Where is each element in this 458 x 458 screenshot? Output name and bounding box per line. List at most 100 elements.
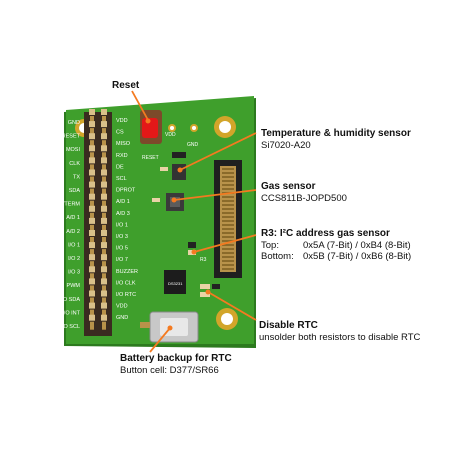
callout-gas: Gas sensor CCS811B-JOPD500 [261,181,347,204]
fpc-tooth [222,252,234,254]
callout-reset: Reset [112,80,139,92]
inner-pin-label: I/O CLK [116,280,136,286]
inner-pin-label: DPROT [116,188,136,194]
header-pin [102,188,106,197]
inner-pin-label: I/O 7 [116,257,128,263]
header-pin-top [101,266,107,273]
header-pin [90,237,94,245]
leader-temperature [179,132,257,171]
fpc-tooth [222,216,234,218]
fpc-tooth [222,180,234,182]
header-pin-top [89,254,95,261]
header-pin-top [101,302,107,309]
reset-pad-label: RESET [142,155,159,161]
header-pin [102,212,106,221]
inner-pin-label: I/O 1 [116,222,128,228]
inner-pin-label: I/O 3 [116,234,128,240]
header-pin [102,249,106,258]
callout-gas-part: CCS811B-JOPD500 [261,193,347,204]
inner-pin-label: VDD [116,304,128,310]
fpc-tooth [222,260,234,262]
header-pin [102,297,106,306]
header-pin-top [101,133,107,140]
inner-pin-label: BUZZER [116,269,138,275]
address-bottom-label: Bottom: [261,251,294,262]
header-pin-top [89,109,95,115]
header-pin [102,164,106,173]
fpc-tooth [222,168,234,170]
header-pin [90,297,94,306]
outer-pin-label: I/O 3 [68,270,80,276]
rtc-disable-resistors [200,284,220,297]
header-pins [89,109,107,330]
outer-pin-label: I/O SDA [60,297,81,303]
fpc-tooth [222,224,234,226]
header-pin [90,273,94,282]
header-pin-top [89,145,95,152]
fpc-tooth [222,208,234,210]
r3-label: R3 [200,257,207,263]
fpc-tooth [222,264,234,266]
inner-pin-label: RXD [116,153,128,159]
leader-address [193,234,257,253]
header-pin-top [89,205,95,212]
gnd-pad-label: GND [187,142,199,148]
header-pin [102,224,106,233]
header-pin-top [101,109,107,115]
header-pin [102,237,106,245]
fpc-tooth [222,256,234,258]
header-pin-top [89,314,95,321]
callout-temperature-part: Si7020-A20 [261,140,311,151]
inner-pin-label: GND [116,315,128,321]
header-pin-top [89,181,95,188]
header-pin [90,224,94,233]
fpc-connector [214,160,242,278]
header-pin-top [101,121,107,128]
fpc-tooth [222,200,234,202]
header-pin-top [89,266,95,273]
mounting-hole-top-right [214,116,236,138]
header-pin [102,321,106,330]
header-pin [90,212,94,221]
fpc-tooth [222,212,234,214]
outer-pin-label: A/D 2 [66,229,80,235]
outer-pin-label: SBUF/TERM [48,202,80,208]
header-pin-top [101,254,107,261]
header-pin [102,285,106,294]
callout-reset-title: Reset [112,80,140,91]
leader-gas [173,189,257,201]
fpc-tooth [222,268,234,270]
fpc-tooth [222,220,234,222]
header-pin-top [101,205,107,212]
fpc-tooth [222,196,234,198]
header-pin [90,152,94,161]
header-pin [102,140,106,149]
fpc-tooth [222,184,234,186]
header-pin-top [89,193,95,200]
vdd-pad-label: VDD [165,132,176,138]
header-pin-top [101,169,107,176]
callout-temperature: Temperature & humidity sensor Si7020-A20 [261,128,411,151]
inner-pin-label: A/D 1 [116,199,130,205]
outer-pin-label: I/O 2 [68,256,80,262]
header-pin-top [89,133,95,140]
header-pin [90,249,94,258]
header-pin-top [101,193,107,200]
header-pin-top [101,230,107,236]
inner-pin-label: DE [116,164,124,170]
fpc-tooth [222,204,234,206]
inner-pin-label: MISO [116,141,131,147]
header-pin-top [101,278,107,285]
header-pin-top [89,230,95,236]
header-pin-top [101,145,107,152]
reset-button [142,118,158,138]
header-pin-top [101,157,107,164]
reset-button-area: VDD GND RESET [140,110,199,161]
header-pin [102,273,106,282]
callout-rtc-title: Disable RTC [259,320,318,331]
fpc-tooth [222,228,234,230]
callout-address: R3: I²C address gas sensor Top: 0x5A (7-… [261,228,411,262]
inner-pin-label: VDD [116,118,128,124]
outer-pin-label: PWM [67,283,81,289]
header-pin [90,176,94,185]
